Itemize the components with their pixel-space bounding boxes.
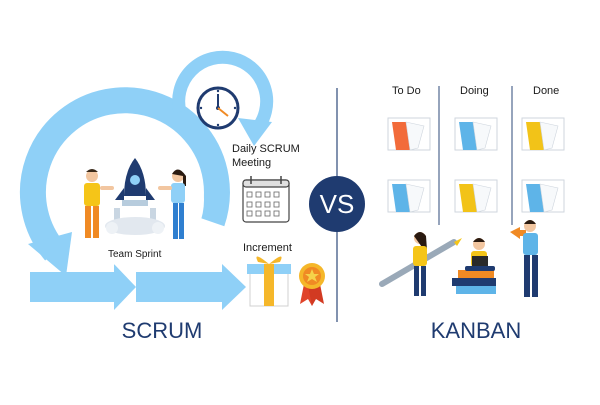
kanban-panel: To Do Doing Done [379,85,565,343]
kanban-card-doing-1 [454,117,498,151]
scrum-panel: Daily SCRUM Meeting [19,50,325,343]
calendar-icon [242,176,290,223]
kanban-title: KANBAN [431,318,521,343]
kanban-column-todo: To Do [392,85,421,97]
increment-label: Increment [243,242,292,254]
team-member-woman [158,169,186,239]
kanban-column-done: Done [533,85,559,97]
kanban-card-todo-1 [387,117,431,151]
daily-scrum-label-line1: Daily SCRUM [232,143,300,155]
kanban-woman-with-pencil [379,232,462,296]
team-member-man [84,169,114,238]
clock-icon [196,86,240,130]
vs-label: VS [320,189,355,219]
kanban-column-doing: Doing [460,85,489,97]
scrum-title: SCRUM [122,318,203,343]
kanban-card-doing-2 [454,179,498,213]
kanban-man-with-megaphone [510,220,538,297]
daily-cycle-arrow [172,50,274,146]
team-sprint-label: Team Sprint [108,249,162,260]
kanban-man-with-laptop [452,238,496,294]
rocket-illustration [105,158,165,235]
kanban-card-done-2 [521,179,565,213]
gift-box-icon [247,256,291,307]
medal-icon [299,263,325,306]
daily-scrum-label-line2: Meeting [232,157,271,169]
sprint-cycle-arrow [19,87,246,310]
center-divider: VS [309,88,365,322]
kanban-card-done-1 [521,117,565,151]
kanban-card-todo-2 [387,179,431,213]
